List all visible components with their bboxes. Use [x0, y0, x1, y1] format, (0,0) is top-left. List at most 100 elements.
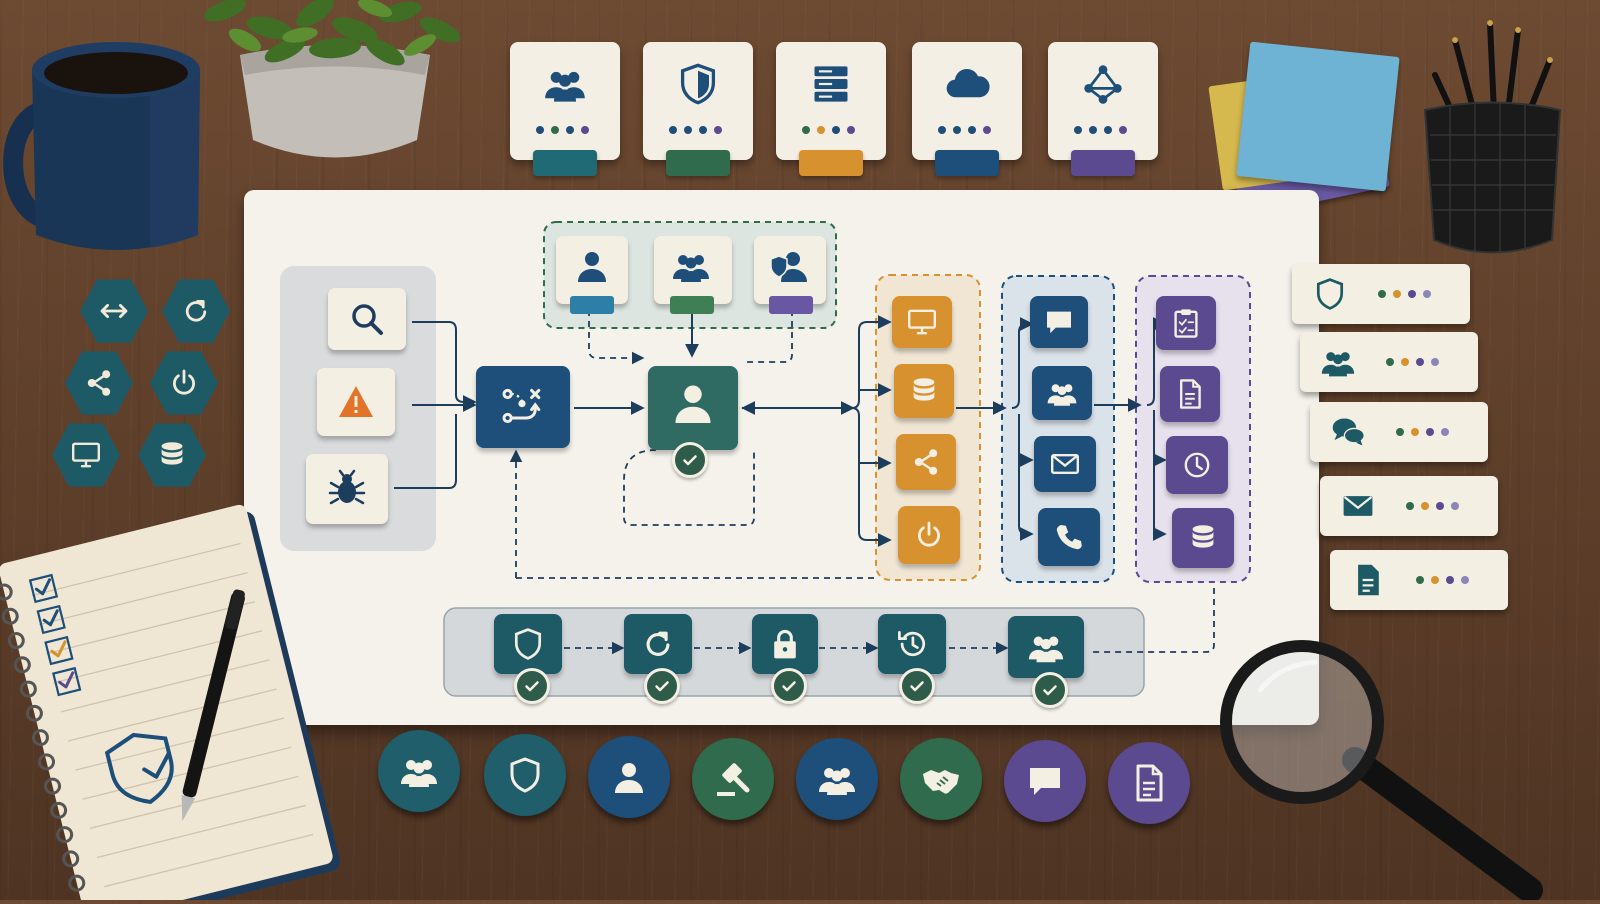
- pipeline-lock-node[interactable]: [752, 614, 818, 674]
- hex-chip-swap[interactable]: [80, 279, 148, 343]
- shield-icon: [1312, 276, 1348, 312]
- user-shield-icon: [769, 246, 809, 286]
- status-dots: [1386, 358, 1439, 366]
- pipeline-users-node[interactable]: [1008, 616, 1084, 678]
- top-card-network[interactable]: [1048, 42, 1158, 176]
- user-icon: [668, 378, 718, 428]
- users-icon: [1026, 628, 1066, 666]
- refresh-icon: [640, 626, 676, 662]
- status-dots: [938, 126, 991, 134]
- right-card-chat[interactable]: [1310, 402, 1488, 462]
- input-bug-tile[interactable]: [306, 454, 388, 524]
- users-icon: [540, 62, 590, 106]
- strategy-icon: [498, 382, 546, 430]
- users-icon: [399, 751, 439, 791]
- disc-document[interactable]: [1108, 742, 1190, 824]
- cloud-icon: [942, 62, 992, 106]
- tab-green: [670, 296, 714, 314]
- disc-chat[interactable]: [1004, 740, 1086, 822]
- hex-chip-power[interactable]: [150, 351, 218, 415]
- card-tab: [1071, 150, 1135, 176]
- top-card-users[interactable]: [510, 42, 620, 176]
- card-tab: [935, 150, 999, 176]
- right-card-shield[interactable]: [1292, 264, 1470, 324]
- chat-icon: [1330, 414, 1366, 450]
- hex-chip-refresh[interactable]: [162, 279, 230, 343]
- warning-icon: [336, 382, 376, 422]
- pipeline-check: [514, 668, 550, 704]
- top-card-cloud[interactable]: [912, 42, 1022, 176]
- gavel-icon: [713, 759, 753, 799]
- workflow-board: [244, 190, 1319, 725]
- user-group-single-tile[interactable]: [556, 236, 628, 304]
- power-icon: [913, 519, 945, 551]
- process-node[interactable]: [476, 366, 570, 448]
- monitor-icon: [70, 439, 102, 471]
- shield-icon: [510, 626, 546, 662]
- server-icon: [806, 62, 856, 106]
- chat-icon: [1025, 761, 1065, 801]
- hex-chip-monitor[interactable]: [52, 423, 120, 487]
- status-dots: [1396, 428, 1449, 436]
- right-card-mail[interactable]: [1320, 476, 1498, 536]
- user-group-team-tile[interactable]: [654, 236, 732, 304]
- input-warning-tile[interactable]: [317, 368, 395, 436]
- mail-icon: [1048, 448, 1082, 480]
- user-group-shield-tile[interactable]: [754, 236, 826, 304]
- shield-icon: [505, 755, 545, 795]
- handshake-icon: [921, 759, 961, 799]
- right-card-document[interactable]: [1330, 550, 1508, 610]
- pipeline-history-node[interactable]: [878, 614, 946, 674]
- disc-team[interactable]: [796, 738, 878, 820]
- history-icon: [894, 626, 930, 662]
- hex-chip-share[interactable]: [65, 351, 133, 415]
- tab-purple: [769, 296, 813, 314]
- magnifying-glass: [1220, 640, 1550, 903]
- document-icon: [1129, 763, 1169, 803]
- pipeline-shield-node[interactable]: [494, 614, 562, 674]
- card-tab: [666, 150, 730, 176]
- blue-chat-node[interactable]: [1030, 296, 1088, 348]
- purple-document-node[interactable]: [1160, 366, 1220, 422]
- phone-icon: [1053, 521, 1085, 553]
- hex-chip-database[interactable]: [138, 423, 206, 487]
- status-dots: [536, 126, 589, 134]
- approver-node[interactable]: [648, 366, 738, 450]
- status-dots: [802, 126, 855, 134]
- network-icon: [1078, 62, 1128, 106]
- disc-shield[interactable]: [484, 734, 566, 816]
- input-search-tile[interactable]: [328, 288, 406, 350]
- top-card-shield[interactable]: [643, 42, 753, 176]
- right-card-users[interactable]: [1300, 332, 1478, 392]
- orange-database-node[interactable]: [894, 364, 954, 418]
- purple-clipboard-node[interactable]: [1156, 296, 1216, 350]
- clock-icon: [1181, 449, 1213, 481]
- pen-cup: [1420, 15, 1570, 260]
- tab-blue: [570, 296, 614, 314]
- coffee-mug: [0, 30, 215, 260]
- disc-gavel[interactable]: [692, 738, 774, 820]
- disc-users[interactable]: [378, 730, 460, 812]
- top-card-server[interactable]: [776, 42, 886, 176]
- purple-clock-node[interactable]: [1166, 436, 1228, 494]
- disc-user[interactable]: [588, 736, 670, 818]
- blue-mail-node[interactable]: [1034, 436, 1096, 492]
- status-dots: [1074, 126, 1127, 134]
- orange-share-node[interactable]: [896, 434, 956, 490]
- purple-database-node[interactable]: [1172, 508, 1234, 568]
- document-icon: [1174, 378, 1206, 410]
- blue-users-node[interactable]: [1032, 366, 1092, 420]
- pipeline-refresh-node[interactable]: [624, 614, 692, 674]
- orange-monitor-node[interactable]: [892, 296, 952, 348]
- status-dots: [1416, 576, 1469, 584]
- disc-handshake[interactable]: [900, 738, 982, 820]
- blue-phone-node[interactable]: [1038, 508, 1100, 566]
- pipeline-check: [771, 668, 807, 704]
- orange-power-node[interactable]: [898, 506, 960, 564]
- swap-arrows-icon: [98, 295, 130, 327]
- search-icon: [347, 299, 387, 339]
- share-icon: [910, 446, 942, 478]
- database-icon: [908, 375, 940, 407]
- users-icon: [671, 246, 711, 286]
- user-icon: [609, 757, 649, 797]
